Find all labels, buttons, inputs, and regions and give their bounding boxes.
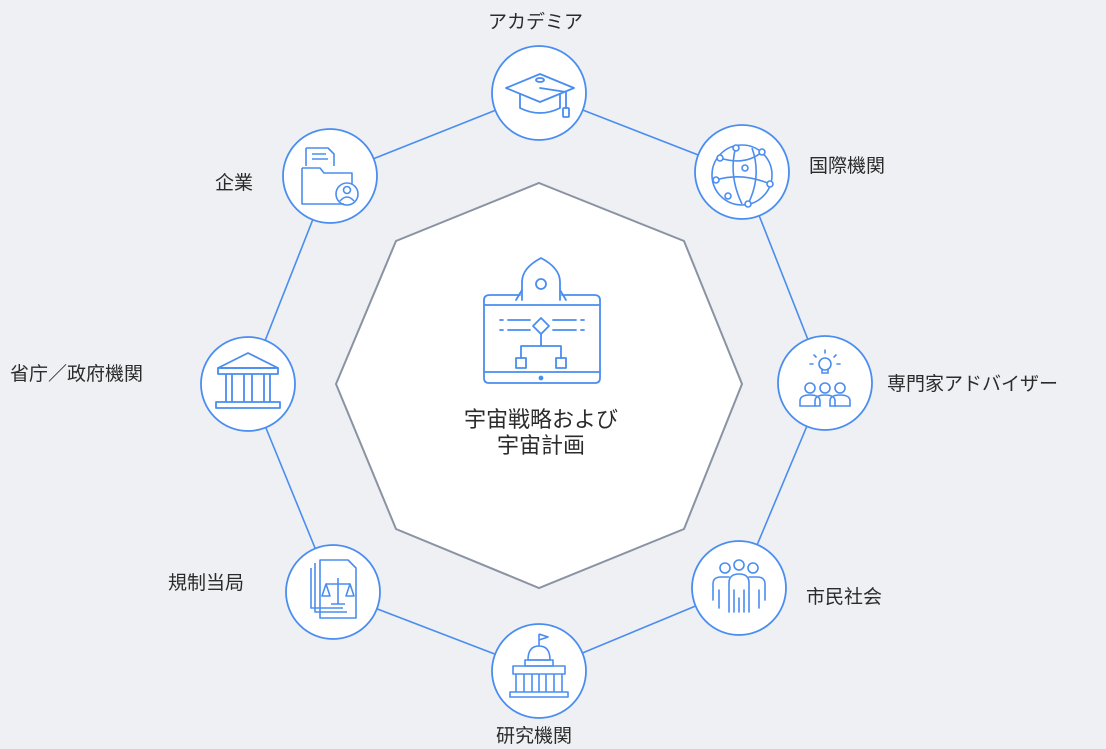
node-academia [491, 45, 587, 141]
node-research [491, 623, 587, 719]
node-label-international: 国際機関 [809, 155, 886, 177]
node-label-academia: アカデミア [488, 11, 584, 33]
globe-network-icon [711, 144, 774, 208]
node-regulators [285, 544, 381, 640]
node-ministries [200, 336, 296, 432]
node-label-ministries: 省庁／政府機関 [10, 363, 144, 385]
node-civil [691, 540, 787, 636]
lightbulb-people-icon [799, 349, 851, 407]
node-experts [777, 335, 873, 431]
government-building-icon [215, 352, 281, 409]
center-title-line2: 宇宙計画 [496, 434, 585, 459]
center-title-line1: 宇宙戦略および [463, 408, 618, 433]
node-label-companies: 企業 [215, 172, 254, 194]
people-group-icon [712, 559, 766, 613]
node-label-experts: 専門家アドバイザー [887, 373, 1059, 395]
center-octagon [334, 181, 744, 590]
center-title: 宇宙戦略および 宇宙計画 [441, 408, 641, 460]
node-international [694, 124, 790, 220]
node-label-regulators: 規制当局 [168, 572, 245, 594]
folder-user-icon [301, 147, 359, 206]
node-companies [282, 128, 378, 224]
node-label-civil: 市民社会 [806, 586, 883, 608]
graduation-cap-icon [505, 73, 575, 118]
rocket-blueprint-icon [483, 257, 601, 384]
scales-document-icon [310, 559, 357, 619]
capitol-building-icon [509, 633, 569, 698]
node-label-research: 研究機関 [496, 725, 573, 747]
